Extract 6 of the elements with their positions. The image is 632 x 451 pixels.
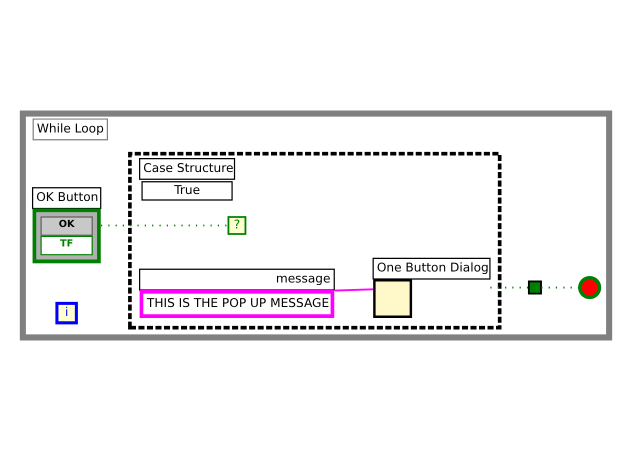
connector: [490, 286, 529, 288]
node-box: ?: [228, 216, 246, 235]
connector: [334, 288, 374, 292]
node-box: [528, 280, 542, 295]
node-box: i: [55, 302, 78, 324]
node-circle: [578, 276, 602, 300]
